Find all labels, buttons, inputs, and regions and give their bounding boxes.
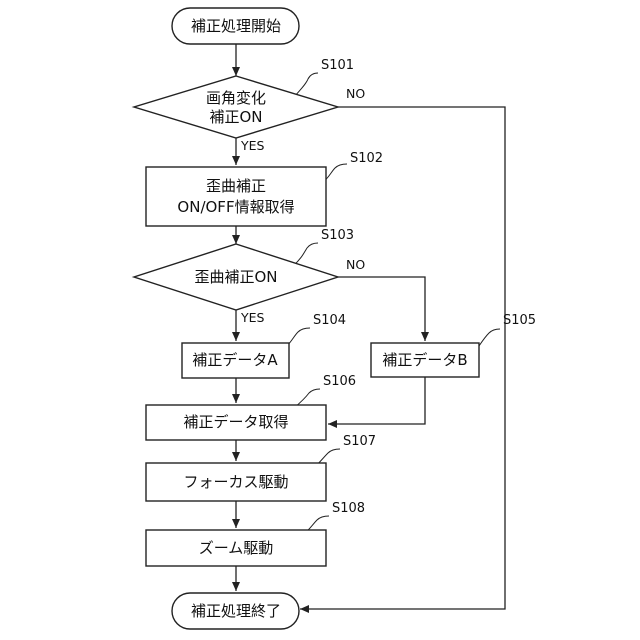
decision-s103: 歪曲補正ON	[134, 244, 338, 310]
decision-s103-label: 歪曲補正ON	[194, 268, 277, 286]
process-s104: 補正データA	[182, 343, 289, 378]
start-terminal-label: 補正処理開始	[191, 17, 281, 35]
process-s108: ズーム駆動	[146, 530, 326, 566]
step-label-s101: S101	[321, 58, 354, 73]
decision-s101: 画角変化 補正ON	[134, 76, 338, 138]
end-terminal: 補正処理終了	[172, 593, 299, 629]
edge-s103-no-to-s105	[338, 277, 425, 341]
step-label-s102: S102	[350, 151, 383, 166]
step-label-s105: S105	[503, 313, 536, 328]
process-s102: 歪曲補正 ON/OFF情報取得	[146, 167, 326, 226]
branch-label-s103-no: NO	[346, 257, 365, 272]
process-s105: 補正データB	[371, 343, 479, 377]
process-s104-label: 補正データA	[192, 351, 278, 369]
start-terminal: 補正処理開始	[172, 8, 299, 44]
process-s106: 補正データ取得	[146, 405, 326, 440]
leader-s103	[293, 243, 318, 266]
end-terminal-label: 補正処理終了	[191, 602, 281, 620]
branch-label-s101-yes: YES	[240, 138, 265, 153]
process-s107: フォーカス駆動	[146, 463, 326, 501]
process-s107-label: フォーカス駆動	[183, 473, 288, 491]
step-label-s103: S103	[321, 228, 354, 243]
decision-s101-line1: 画角変化	[206, 89, 266, 107]
branch-label-s101-no: NO	[346, 86, 365, 101]
process-s106-label: 補正データ取得	[183, 413, 288, 431]
decision-s101-line2: 補正ON	[209, 108, 262, 126]
process-s102-line1: 歪曲補正	[206, 177, 266, 195]
step-label-s107: S107	[343, 434, 376, 449]
process-s108-label: ズーム駆動	[199, 539, 274, 557]
leader-s105	[479, 329, 500, 346]
step-label-s108: S108	[332, 501, 365, 516]
leader-s101	[294, 73, 318, 97]
branch-label-s103-yes: YES	[240, 310, 265, 325]
process-s102-line2: ON/OFF情報取得	[177, 198, 294, 216]
step-label-s104: S104	[313, 313, 346, 328]
connectors	[236, 44, 505, 609]
step-label-s106: S106	[323, 374, 356, 389]
process-s105-label: 補正データB	[382, 351, 467, 369]
